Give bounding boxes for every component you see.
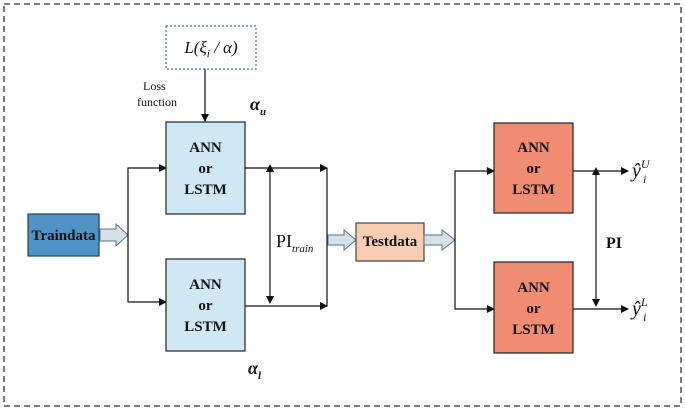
y-lower-sub: i: [643, 310, 646, 324]
train-box-upper-line3: LSTM: [184, 182, 227, 198]
loss-xi: ξ: [199, 38, 207, 57]
y-lower-sup: L: [640, 295, 648, 309]
test-box-lower: [493, 261, 574, 354]
testdata-box: [355, 222, 425, 262]
testdata-hollow-arrow: [423, 228, 456, 252]
alpha-u-label: αu: [250, 94, 266, 118]
loss-prefix: L(: [183, 38, 200, 57]
loss-mid: /: [210, 38, 223, 57]
alpha-l-sub: l: [258, 370, 262, 382]
train-box-lower: [165, 258, 246, 352]
traindata-label: Traindata: [32, 228, 96, 244]
pi-train-sub: train: [292, 243, 314, 255]
loss-label-line2: function: [137, 95, 177, 109]
train-box-upper-line2: or: [198, 161, 213, 177]
traindata-hollow-arrow: [99, 222, 129, 248]
test-box-lower-line1: ANN: [517, 280, 550, 296]
test-box-lower-line2: or: [526, 301, 541, 317]
alpha-u-sub: u: [260, 106, 266, 118]
testdata-label: Testdata: [363, 234, 418, 250]
split-line-lower: [127, 235, 167, 306]
train-box-upper: [165, 121, 246, 215]
train-box-lower-line3: LSTM: [184, 319, 227, 335]
test-split-upper: [454, 167, 495, 240]
loss-formula: L(ξi / α): [183, 38, 238, 60]
loss-function-box: [165, 25, 257, 70]
test-box-upper-line1: ANN: [517, 140, 550, 156]
alpha-l-symbol: α: [248, 358, 259, 378]
pi-train-main: PI: [276, 231, 292, 251]
y-lower-symbol: ŷ: [630, 298, 641, 320]
test-box-upper-line3: LSTM: [512, 182, 555, 198]
loss-alpha: α: [223, 38, 233, 57]
train-box-lower-line2: or: [198, 298, 213, 314]
loss-xi-sub: i: [207, 48, 210, 60]
y-upper-sup: U: [641, 157, 651, 171]
y-upper-symbol: ŷ: [630, 160, 641, 182]
outer-frame: [3, 3, 682, 407]
test-box-upper-line2: or: [526, 161, 541, 177]
alpha-l-label: αl: [248, 358, 262, 382]
y-lower-label: ŷL: [630, 295, 648, 320]
train-box-upper-line1: ANN: [189, 140, 222, 156]
loss-suffix: ): [231, 38, 238, 57]
test-box-upper: [493, 122, 574, 214]
train-box-lower-line1: ANN: [189, 277, 222, 293]
pi-train-label: PItrain: [276, 231, 314, 255]
pi-label: PI: [606, 235, 622, 252]
traindata-box: [27, 213, 100, 257]
split-line-upper: [127, 164, 167, 235]
test-box-lower-line3: LSTM: [512, 322, 555, 338]
y-upper-label: ŷU: [630, 157, 651, 182]
merge-hollow-arrow: [327, 228, 357, 252]
alpha-u-symbol: α: [250, 94, 261, 114]
test-split-lower: [454, 240, 495, 313]
y-upper-sub: i: [643, 172, 646, 186]
loss-label-line1: Loss: [143, 79, 166, 93]
